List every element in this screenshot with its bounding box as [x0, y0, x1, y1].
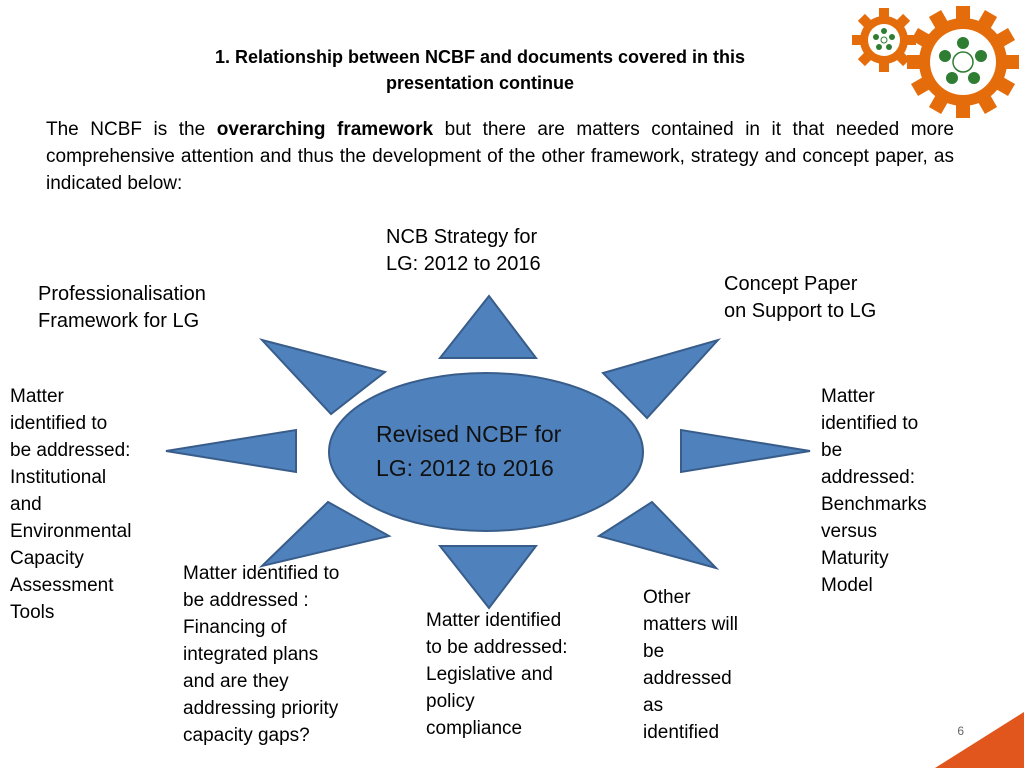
label-line: identified to [10, 413, 108, 434]
ray-right [680, 428, 811, 474]
label-line: be addressed : [183, 590, 309, 611]
label-line: capacity gaps? [183, 725, 310, 746]
label-other-matters: Other matters will be addressed as ident… [643, 584, 738, 746]
label-line: Other [643, 587, 691, 608]
label-line: be [821, 440, 843, 461]
label-line: addressed: [821, 467, 916, 488]
title-line-1: 1. Relationship between NCBF and documen… [214, 47, 746, 67]
label-line: Matter [10, 386, 64, 407]
label-matter-financing: Matter identified to be addressed : Fina… [183, 560, 339, 749]
label-line: Maturity [821, 548, 889, 569]
label-line: Institutional [10, 467, 107, 488]
ray-top [437, 294, 539, 359]
label-line: on Support to LG [724, 300, 877, 322]
ray-top-right [601, 338, 722, 420]
label-line: Framework for LG [38, 310, 200, 332]
page-number: 6 [957, 724, 964, 738]
label-ncb-strategy: NCB Strategy for LG: 2012 to 2016 [386, 224, 541, 278]
ray-bottom [437, 545, 539, 610]
label-line: versus [821, 521, 877, 542]
label-line: be addressed: [10, 440, 131, 461]
label-line: policy [426, 691, 475, 712]
label-professionalisation: Professionalisation Framework for LG [38, 281, 206, 335]
label-line: Tools [10, 602, 55, 623]
label-matter-institutional: Matter identified to be addressed: Insti… [10, 383, 131, 626]
center-line-2: LG: 2012 to 2016 [376, 455, 554, 481]
label-line: Financing of [183, 617, 287, 638]
label-line: Matter identified to [183, 563, 340, 584]
intro-bold: overarching framework [216, 119, 434, 140]
label-line: Capacity [10, 548, 84, 569]
label-line: addressed [643, 668, 732, 689]
label-line: identified [643, 722, 720, 743]
label-line: be [643, 641, 665, 662]
label-matter-benchmarks: Matter identified to be addressed: Bench… [821, 383, 927, 599]
gear-logo-icon [852, 6, 1019, 118]
label-concept-paper: Concept Paper on Support to LG [724, 271, 876, 325]
intro-after: but there are matters contained in it th… [46, 119, 954, 194]
label-line: Professionalisation [38, 283, 206, 305]
label-line: Matter [821, 386, 875, 407]
label-matter-legislative: Matter identified to be addressed: Legis… [426, 607, 568, 742]
label-line: Benchmarks [821, 494, 927, 515]
label-line: compliance [426, 718, 523, 739]
intro-before: The NCBF is the [46, 119, 217, 140]
center-ellipse [328, 372, 644, 532]
label-line: and [10, 494, 42, 515]
ray-bottom-right [596, 500, 720, 570]
label-line: to be addressed: [426, 637, 568, 658]
center-label: Revised NCBF for LG: 2012 to 2016 [376, 417, 561, 485]
label-line: integrated plans [183, 644, 319, 665]
label-line: LG: 2012 to 2016 [386, 253, 541, 275]
label-line: identified to [821, 413, 919, 434]
label-line: addressing priority [183, 698, 339, 719]
label-line: Model [821, 575, 873, 596]
label-line: Legislative and [426, 664, 553, 685]
label-line: and are they [183, 671, 289, 692]
label-line: as [643, 695, 664, 716]
ray-left [165, 428, 297, 474]
ray-bottom-left [258, 500, 392, 568]
label-line: Assessment [10, 575, 114, 596]
title-line-2: presentation continue [385, 73, 574, 93]
label-line: Environmental [10, 521, 132, 542]
corner-decoration [935, 712, 1024, 768]
label-line: Concept Paper [724, 273, 858, 295]
label-line: NCB Strategy for [386, 226, 538, 248]
intro-paragraph: The NCBF is the overarching framework bu… [46, 116, 954, 197]
label-line: Matter identified [426, 610, 562, 631]
page-title: 1. Relationship between NCBF and documen… [100, 44, 860, 96]
label-line: matters will [643, 614, 739, 635]
ray-top-left [258, 338, 388, 416]
center-line-1: Revised NCBF for [376, 421, 562, 447]
